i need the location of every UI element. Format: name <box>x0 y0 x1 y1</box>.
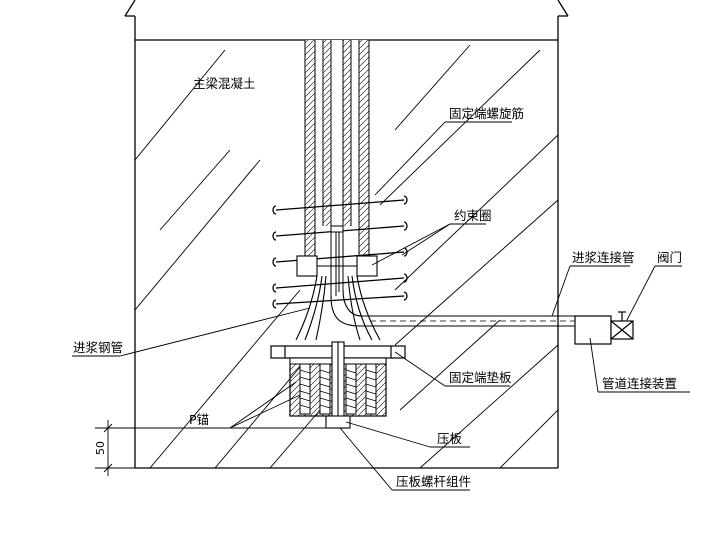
label-steel-pipe: 进浆钢管 <box>73 340 123 355</box>
press-plate-bolt <box>325 341 351 429</box>
label-concrete: 主梁混凝土 <box>193 76 256 91</box>
restraint-ring <box>296 255 378 277</box>
label-fixed-plate: 固定端垫板 <box>449 370 512 385</box>
concrete-hatch <box>135 44 558 468</box>
trumpet-flare <box>295 275 381 341</box>
label-ring: 约束圈 <box>454 208 492 223</box>
grout-steel-pipe <box>330 289 575 327</box>
leader-lines <box>72 121 690 491</box>
strand-core <box>330 225 344 296</box>
label-bolt-assembly: 压板螺杆组件 <box>396 474 471 489</box>
pipe-connection-device <box>574 315 612 345</box>
labels: 主梁混凝土 固定端螺旋筋 约束圈 进浆连接管 阀门 进浆钢管 固定端垫板 管道连… <box>73 76 682 489</box>
valve-icon <box>610 311 634 340</box>
label-valve: 阀门 <box>657 250 682 265</box>
roof-outline <box>124 0 569 40</box>
label-p-anchor: P锚 <box>189 412 209 427</box>
label-spiral: 固定端螺旋筋 <box>449 106 524 121</box>
label-pipe-device: 管道连接装置 <box>602 376 677 391</box>
dimension-text: 50 <box>94 441 107 455</box>
label-press-plate: 压板 <box>437 431 463 446</box>
label-grout-tube: 进浆连接管 <box>572 250 635 265</box>
